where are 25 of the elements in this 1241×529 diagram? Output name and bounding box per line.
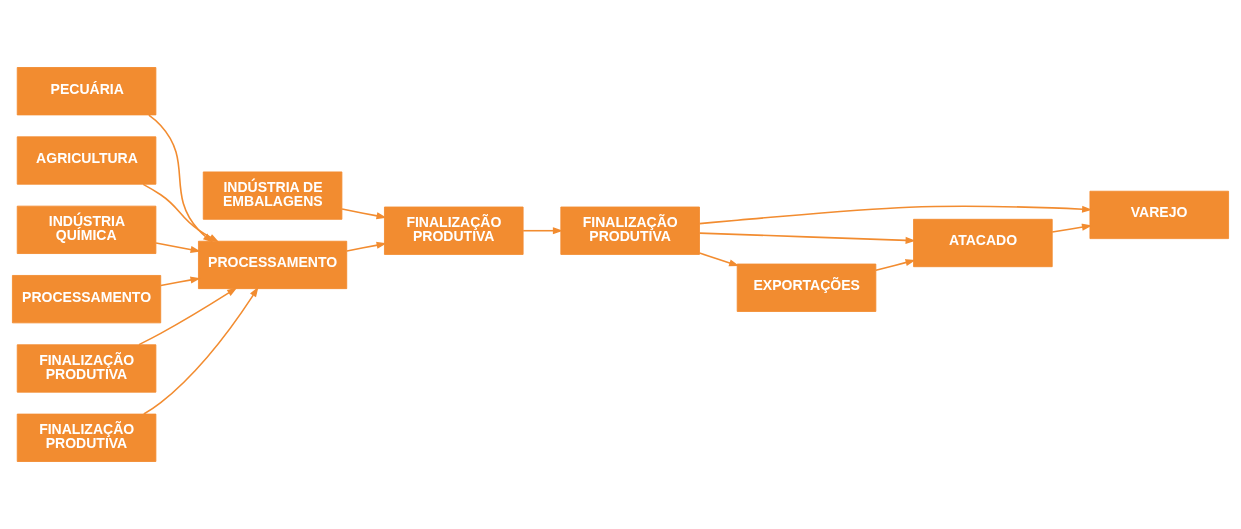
- node-box: PROCESSAMENTO: [12, 275, 162, 324]
- node-box: PROCESSAMENTO: [198, 240, 348, 290]
- arrow: [346, 241, 387, 252]
- arrow: [155, 242, 201, 254]
- node-box: VAREJO: [1089, 190, 1229, 240]
- arrow: [160, 276, 201, 287]
- arrow: [698, 205, 1093, 225]
- arrow: [875, 259, 916, 271]
- node-box: FINALIZAÇÃO PRODUTIVA: [16, 344, 157, 393]
- arrow: [698, 252, 740, 267]
- node-box: FINALIZAÇÃO PRODUTIVA: [16, 413, 157, 462]
- node-box: FINALIZAÇÃO PRODUTIVA: [384, 206, 524, 255]
- node-box: EXPORTAÇÕES: [736, 263, 877, 312]
- node-box: INDÚSTRIA DE EMBALAGENS: [202, 171, 343, 220]
- node-box: FINALIZAÇÃO PRODUTIVA: [560, 206, 700, 255]
- node-box: PECUÁRIA: [16, 67, 157, 116]
- arrow: [522, 227, 564, 235]
- arrow: [698, 232, 916, 244]
- arrow: [143, 286, 259, 415]
- arrow: [1051, 223, 1093, 233]
- node-box: AGRICULTURA: [16, 136, 157, 185]
- arrow: [341, 208, 387, 220]
- node-box: ATACADO: [913, 218, 1053, 268]
- node-box: INDÚSTRIA QUÍMICA: [16, 205, 157, 254]
- arrow: [138, 287, 238, 346]
